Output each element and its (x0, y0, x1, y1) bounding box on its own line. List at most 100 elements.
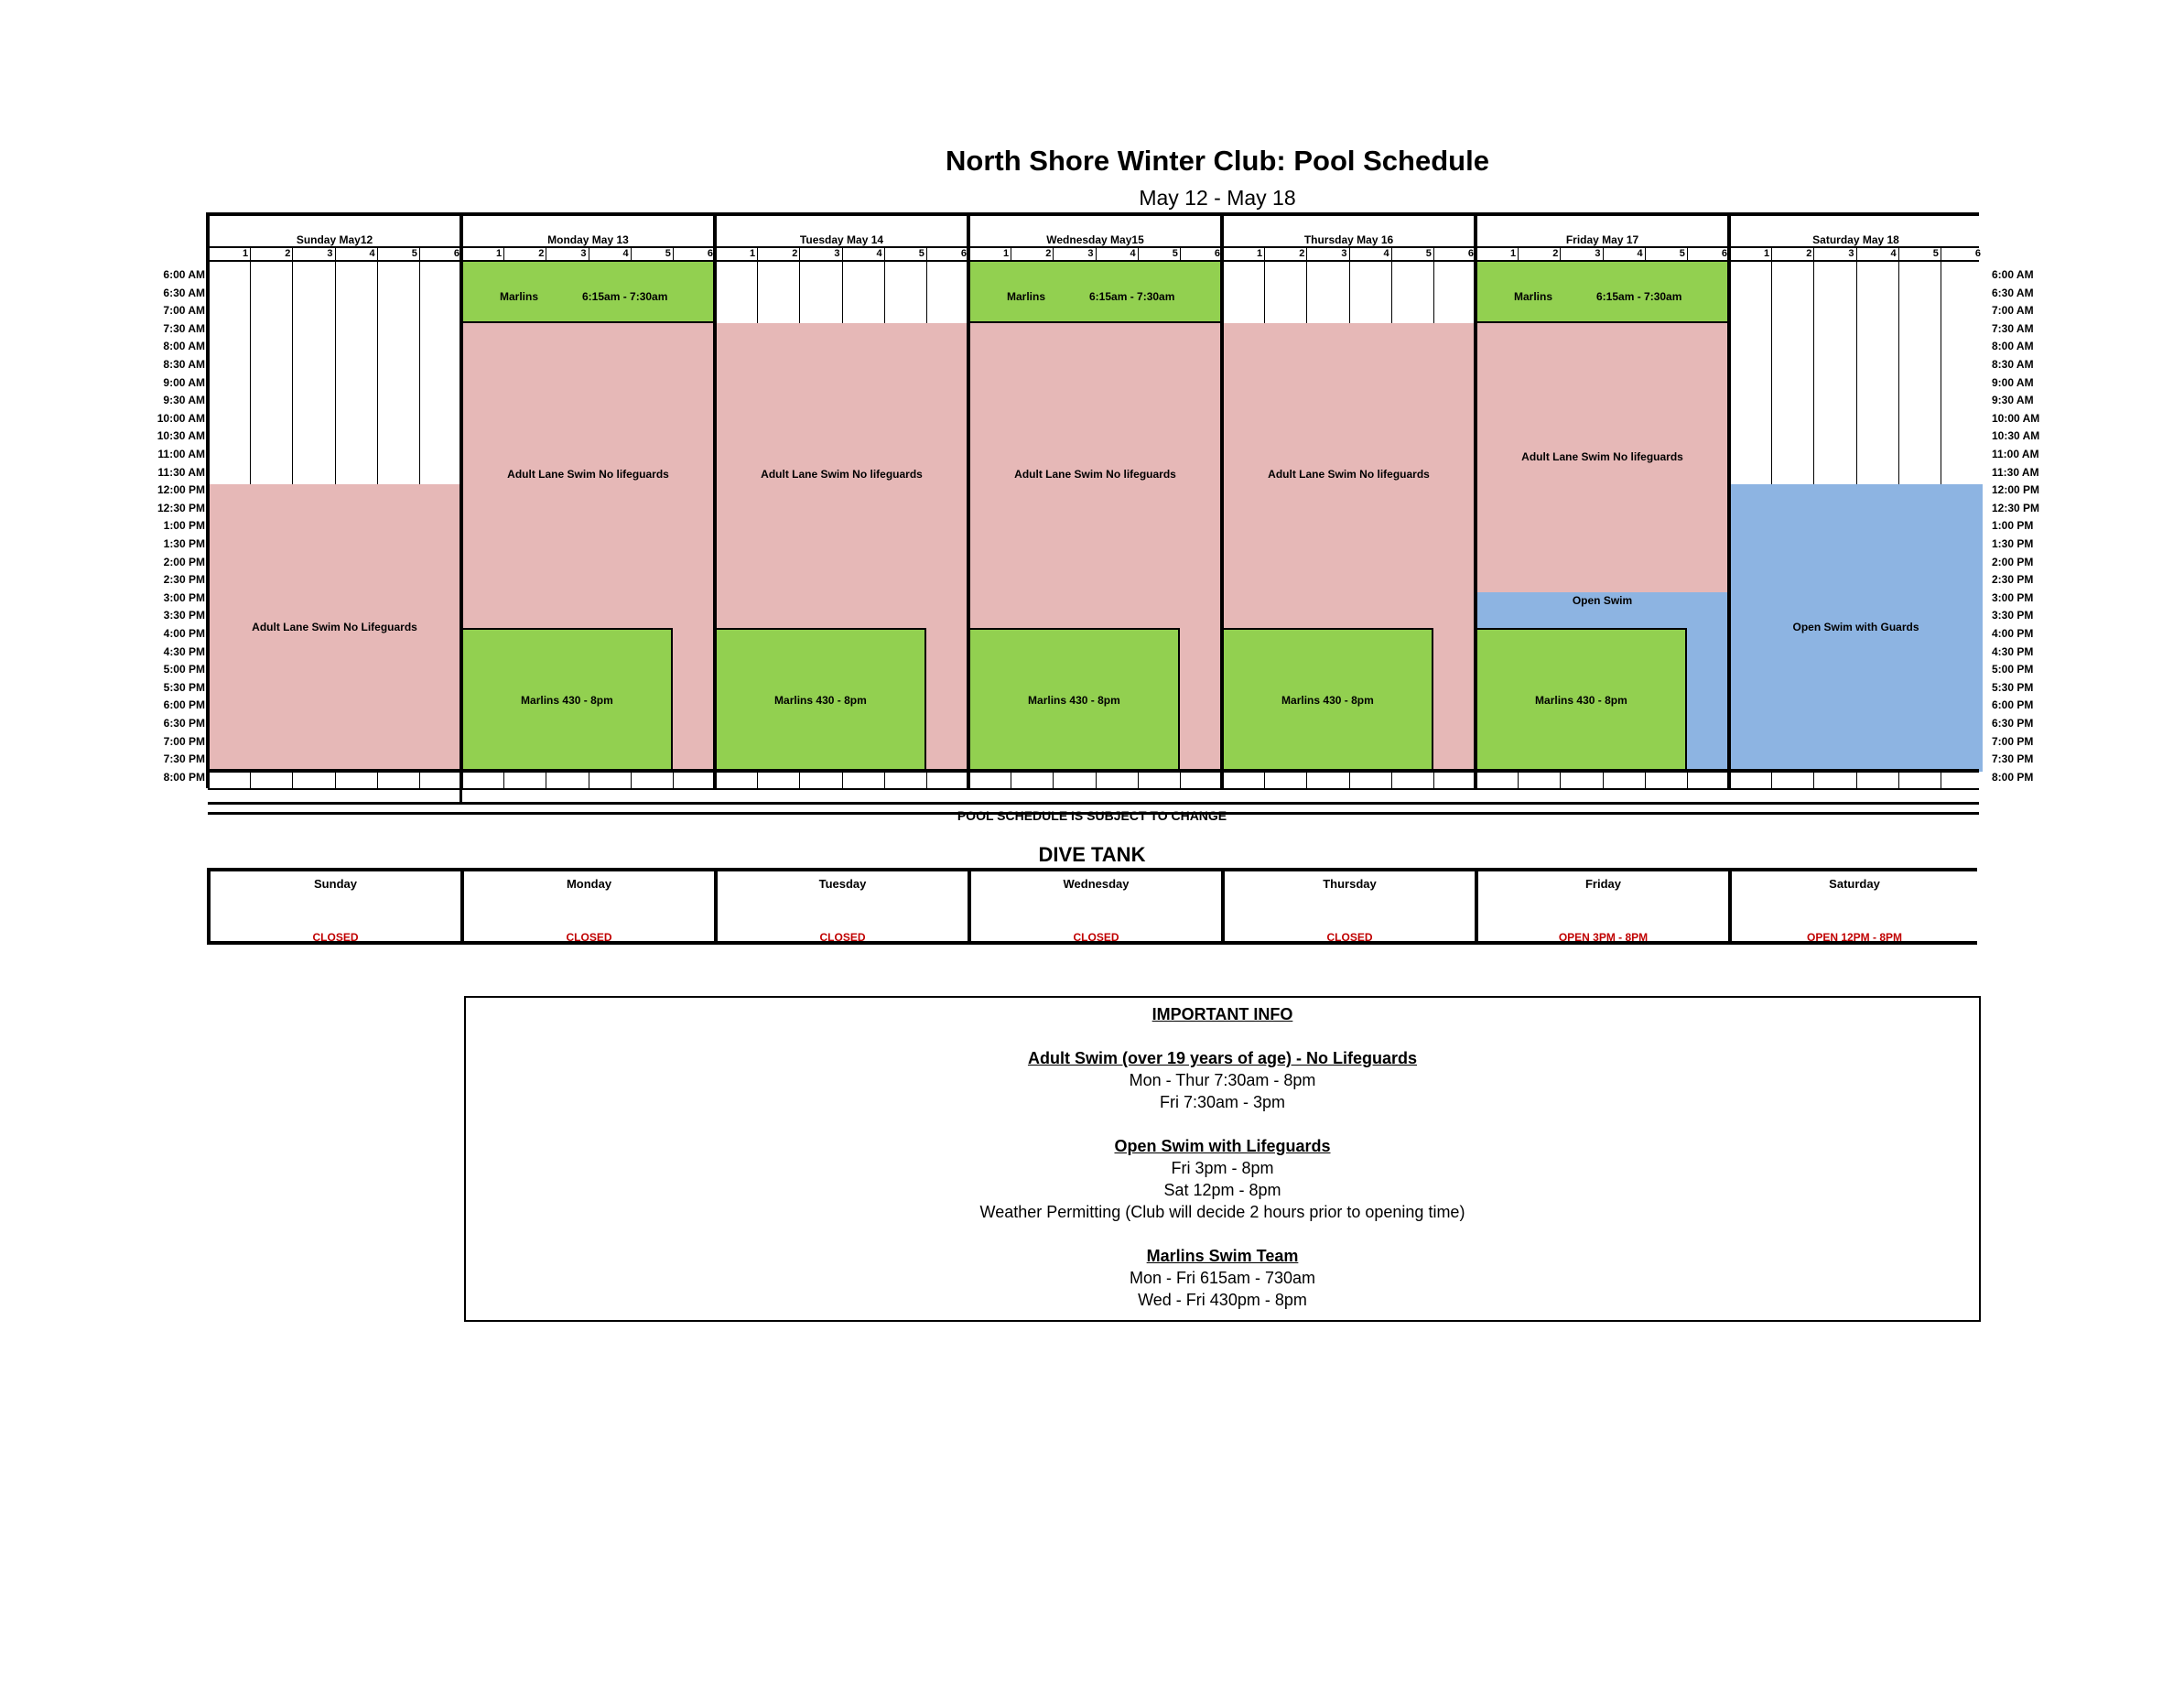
open-swim-block: Open Swim with Guards (1729, 484, 1983, 772)
time-label: 7:30 PM (163, 752, 205, 766)
dive-day-name: Sunday (314, 877, 357, 891)
dive-cell-tuesday: Tuesday CLOSED (718, 871, 971, 944)
time-label: 2:00 PM (163, 555, 205, 568)
time-label: 10:30 AM (1992, 429, 2040, 443)
time-label: 10:00 AM (1992, 411, 2040, 425)
time-label: 4:30 PM (163, 644, 205, 658)
block-label: Adult Lane Swim No lifeguards (1521, 449, 1683, 463)
lane-number: 1 (1257, 248, 1263, 259)
block-label: Marlins (500, 290, 539, 304)
lane-number: 5 (665, 248, 671, 259)
important-info-box: IMPORTANT INFO Adult Swim (over 19 years… (464, 996, 1981, 1322)
lane-number: 4 (1637, 248, 1643, 259)
lane-number: 1 (1510, 248, 1517, 259)
time-label: 4:00 PM (1992, 627, 2034, 640)
time-label: 9:00 AM (1992, 375, 2034, 389)
time-label: 3:00 PM (163, 590, 205, 604)
marlins-block: Marlins 430 - 8pm (715, 628, 926, 772)
header-bottom-line (208, 246, 1979, 248)
dive-cell-sunday: Sunday CLOSED (211, 871, 464, 944)
dive-tank-title: DIVE TANK (1038, 843, 1146, 866)
lane-number: 5 (1932, 248, 1939, 259)
lane-number: 4 (1383, 248, 1389, 259)
lane-number: 2 (1045, 248, 1052, 259)
time-label: 10:30 AM (157, 429, 205, 443)
date-range: May 12 - May 18 (1139, 186, 1296, 210)
lane-number: 3 (327, 248, 333, 259)
day-divider (713, 212, 717, 788)
day-header: Wednesday May15 (1046, 233, 1144, 246)
time-label: 6:30 PM (163, 717, 205, 730)
dive-day-name: Tuesday (818, 877, 867, 891)
dive-cell-thursday: Thursday CLOSED (1225, 871, 1478, 944)
evening-end-line (208, 768, 1979, 773)
notice-top-line (208, 801, 1979, 805)
marlins-block: Marlins 430 - 8pm (968, 628, 1180, 772)
block-label: Marlins (1007, 290, 1046, 304)
lane-number: 2 (1806, 248, 1812, 259)
day-header: Monday May 13 (547, 233, 629, 246)
time-label: 8:30 AM (163, 358, 205, 371)
dive-day-status: CLOSED (1326, 931, 1373, 944)
grid-bottom-line (208, 787, 1979, 790)
time-label: 6:00 AM (163, 268, 205, 281)
open-swim-line: Fri 3pm - 8pm (1171, 1159, 1274, 1177)
marlins-block: 6:15am - 7:30am Marlins (461, 260, 715, 323)
adult-swim-line: Mon - Thur 7:30am - 8pm (1129, 1071, 1316, 1089)
marlins-block: Marlins 430 - 8pm (1476, 628, 1687, 772)
time-label: 8:00 AM (1992, 340, 2034, 353)
block-time: 6:15am - 7:30am (1089, 290, 1175, 304)
day-header: Thursday May 16 (1303, 233, 1394, 246)
marlins-line: Wed - Fri 430pm - 8pm (1138, 1291, 1307, 1309)
time-label: 8:00 PM (163, 770, 205, 784)
time-label: 2:30 PM (1992, 573, 2034, 587)
marlins-heading: Marlins Swim Team (1146, 1247, 1299, 1265)
dive-day-status: CLOSED (819, 931, 866, 944)
lane-number: 6 (1467, 248, 1474, 259)
day-header: Tuesday May 14 (799, 233, 884, 246)
lane-number: 3 (1087, 248, 1094, 259)
time-label: 11:30 AM (1992, 465, 2039, 479)
day-header: Friday May 17 (1565, 233, 1639, 246)
time-label: 7:00 AM (163, 304, 205, 318)
page-title: North Shore Winter Club: Pool Schedule (946, 145, 1489, 177)
lane-number: 1 (1764, 248, 1770, 259)
time-label: 12:30 PM (157, 501, 205, 514)
lane-number: 5 (1425, 248, 1432, 259)
lane-number: 6 (1214, 248, 1220, 259)
lane-number: 3 (1595, 248, 1601, 259)
lane-number: 2 (1552, 248, 1559, 259)
notice-bottom-line (208, 811, 1979, 815)
lane-number: 4 (1130, 248, 1136, 259)
lane-number: 3 (1848, 248, 1854, 259)
time-label: 12:00 PM (157, 483, 205, 497)
block-label: Adult Lane Swim No lifeguards (1014, 468, 1176, 482)
time-label: 1:30 PM (1992, 537, 2034, 550)
lane-number: 1 (243, 248, 249, 259)
time-label: 8:00 PM (1992, 770, 2034, 784)
time-label: 5:00 PM (1992, 663, 2034, 676)
block-label: Adult Lane Swim No lifeguards (507, 468, 669, 482)
lane-number: 1 (1003, 248, 1010, 259)
time-label: 11:00 AM (157, 448, 205, 460)
time-label: 8:00 AM (163, 340, 205, 353)
dive-day-name: Friday (1584, 877, 1621, 891)
lane-number: 2 (1299, 248, 1305, 259)
lane-number: 3 (1341, 248, 1347, 259)
time-label: 11:30 AM (157, 465, 205, 479)
dive-tank-table: Sunday CLOSED Monday CLOSED Tuesday CLOS… (207, 868, 1977, 945)
open-swim-heading: Open Swim with Lifeguards (1114, 1137, 1331, 1155)
time-label: 10:00 AM (157, 411, 205, 425)
block-time: 6:15am - 7:30am (582, 290, 668, 304)
schedule-notice: POOL SCHEDULE IS SUBJECT TO CHANGE (957, 808, 1227, 823)
open-swim-line: Sat 12pm - 8pm (1163, 1181, 1281, 1199)
lane-number: 4 (369, 248, 375, 259)
dive-day-status: OPEN 12PM - 8PM (1806, 931, 1903, 944)
time-label: 1:30 PM (163, 537, 205, 550)
time-label: 4:00 PM (163, 627, 205, 640)
time-label: 6:30 AM (1992, 286, 2034, 299)
day-divider (1727, 212, 1731, 788)
lane-row-line (208, 260, 1979, 262)
time-label: 1:00 PM (1992, 519, 2034, 533)
